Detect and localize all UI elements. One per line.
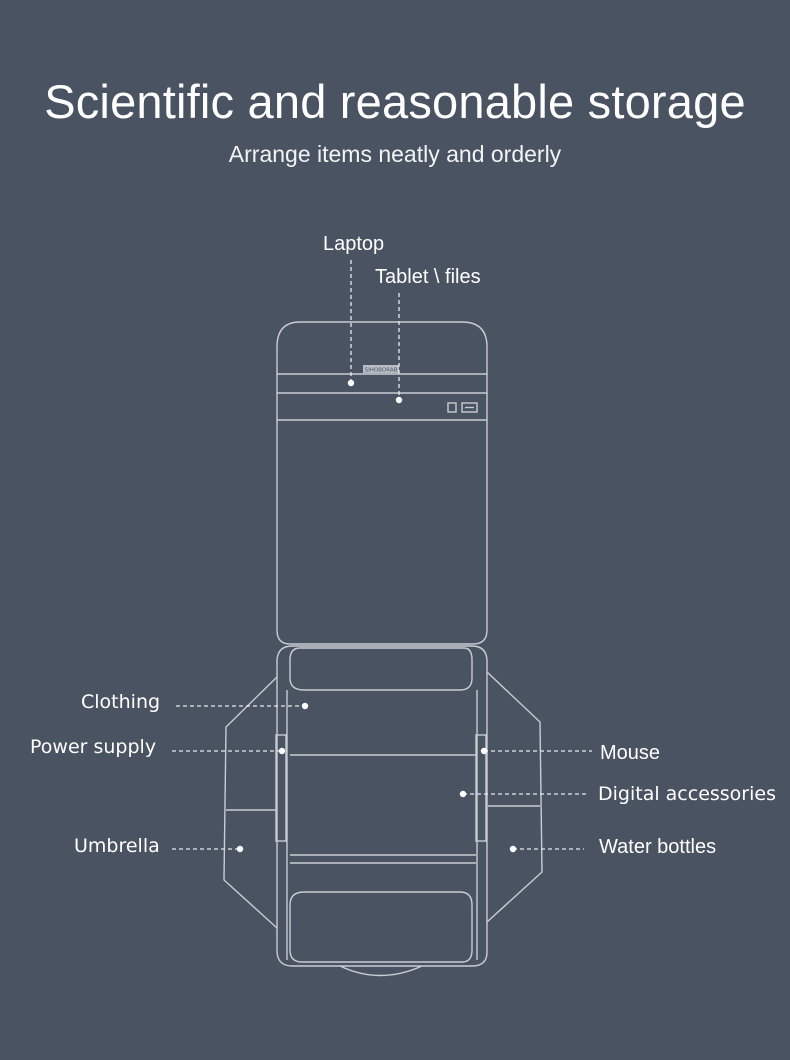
label-digital-accessories: Digital accessories: [598, 783, 776, 805]
umbrella-dot: [236, 845, 244, 853]
page-subtitle: Arrange items neatly and orderly: [228, 141, 562, 167]
label-mouse: Mouse: [600, 742, 661, 764]
brand-tag: [363, 365, 399, 373]
label-umbrella: Umbrella: [74, 835, 160, 857]
bag-outline: [223, 321, 543, 977]
leader-lines: [172, 260, 592, 850]
label-power-supply: Power supply: [30, 736, 157, 758]
label-tablet-files: Tablet \ files: [375, 266, 481, 288]
tablet-dot: [395, 396, 403, 404]
label-laptop: Laptop: [323, 233, 385, 255]
label-water-bottles: Water bottles: [599, 836, 717, 858]
leader-dots: [236, 379, 517, 853]
digital-dot: [459, 790, 467, 798]
label-clothing: Clothing: [81, 691, 161, 713]
clothing-dot: [301, 702, 309, 710]
page-title: Scientific and reasonable storage: [44, 75, 746, 128]
laptop-dot: [347, 379, 355, 387]
bottles-dot: [509, 845, 517, 853]
power-dot: [278, 747, 286, 755]
mouse-dot: [480, 747, 488, 755]
brand-tag-text: SIHOBORAB: [365, 368, 398, 374]
